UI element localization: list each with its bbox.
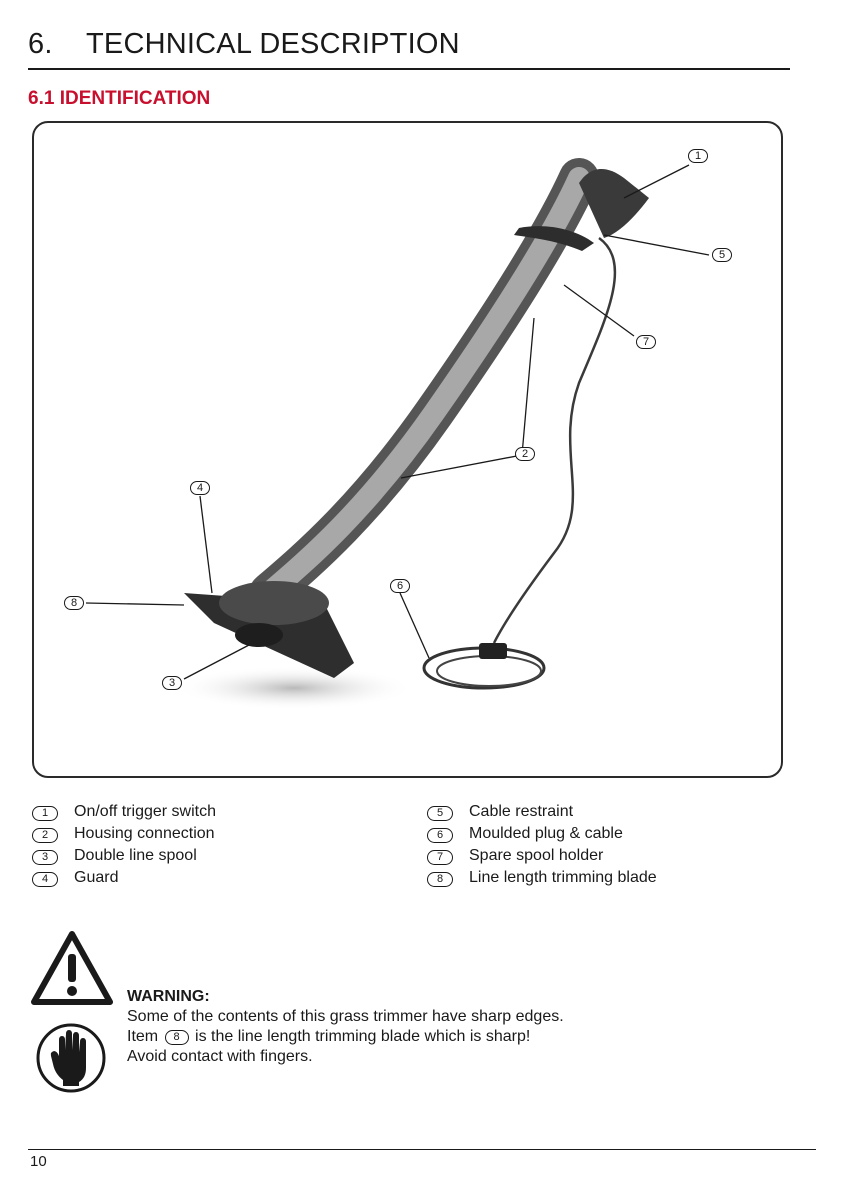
legend-number: 3 bbox=[32, 850, 58, 865]
legend-label: Guard bbox=[74, 869, 119, 886]
callout-7: 7 bbox=[636, 335, 656, 349]
subsection-title: 6.1 IDENTIFICATION bbox=[28, 88, 211, 109]
warning-line-2-suffix: is the line length trimming blade which … bbox=[195, 1028, 531, 1045]
legend-label: Line length trimming blade bbox=[469, 869, 657, 886]
motor-housing bbox=[219, 581, 329, 625]
footer-rule bbox=[28, 1149, 816, 1150]
legend-number: 4 bbox=[32, 872, 58, 887]
callout-4: 4 bbox=[190, 481, 210, 495]
callout-8: 8 bbox=[64, 596, 84, 610]
wear-gloves-icon bbox=[36, 1023, 106, 1093]
legend-label: Spare spool holder bbox=[469, 847, 604, 864]
legend-label: On/off trigger switch bbox=[74, 803, 216, 820]
legend-number: 7 bbox=[427, 850, 453, 865]
warning-line-2: Item 8 is the line length trimming blade… bbox=[127, 1028, 530, 1046]
shaft-outline bbox=[249, 158, 599, 613]
header-rule bbox=[28, 68, 790, 70]
legend-number: 5 bbox=[427, 806, 453, 821]
warning-line-3: Avoid contact with fingers. bbox=[127, 1048, 313, 1065]
legend-left: 1 On/off trigger switch 2 Housing connec… bbox=[32, 802, 392, 892]
cable-coil-inner bbox=[436, 655, 542, 687]
section-number: 6. bbox=[28, 28, 53, 60]
ground-shadow bbox=[174, 666, 414, 710]
handle bbox=[579, 168, 649, 238]
callout-6: 6 bbox=[390, 579, 410, 593]
warning-triangle-icon bbox=[31, 931, 113, 1005]
warning-item-number: 8 bbox=[164, 1030, 189, 1045]
page-number: 10 bbox=[30, 1153, 47, 1170]
spool bbox=[235, 623, 283, 647]
legend-right: 5 Cable restraint 6 Moulded plug & cable… bbox=[427, 802, 807, 892]
callout-2: 2 bbox=[515, 447, 535, 461]
legend-label: Moulded plug & cable bbox=[469, 825, 623, 842]
legend-number: 6 bbox=[427, 828, 453, 843]
front-grip bbox=[514, 226, 594, 251]
product-figure: 1 5 7 2 4 6 8 3 bbox=[32, 121, 783, 778]
warning-title: WARNING: bbox=[127, 988, 210, 1005]
legend-label: Double line spool bbox=[74, 847, 197, 864]
legend-label: Cable restraint bbox=[469, 803, 574, 820]
legend-number: 1 bbox=[32, 806, 58, 821]
legend-label: Housing connection bbox=[74, 825, 215, 842]
section-title-text: TECHNICAL DESCRIPTION bbox=[86, 28, 460, 60]
callout-1: 1 bbox=[688, 149, 708, 163]
callout-3: 3 bbox=[162, 676, 182, 690]
power-cord bbox=[492, 236, 617, 644]
callout-5: 5 bbox=[712, 248, 732, 262]
legend-number: 8 bbox=[427, 872, 453, 887]
warning-line-2-prefix: Item bbox=[127, 1028, 159, 1045]
plug bbox=[479, 643, 507, 659]
leader-lines bbox=[85, 164, 710, 680]
grass-trimmer-illustration bbox=[85, 158, 710, 710]
section-title: 6. TECHNICAL DESCRIPTION bbox=[28, 28, 460, 61]
warning-line-1: Some of the contents of this grass trimm… bbox=[127, 1008, 564, 1025]
legend-number: 2 bbox=[32, 828, 58, 843]
